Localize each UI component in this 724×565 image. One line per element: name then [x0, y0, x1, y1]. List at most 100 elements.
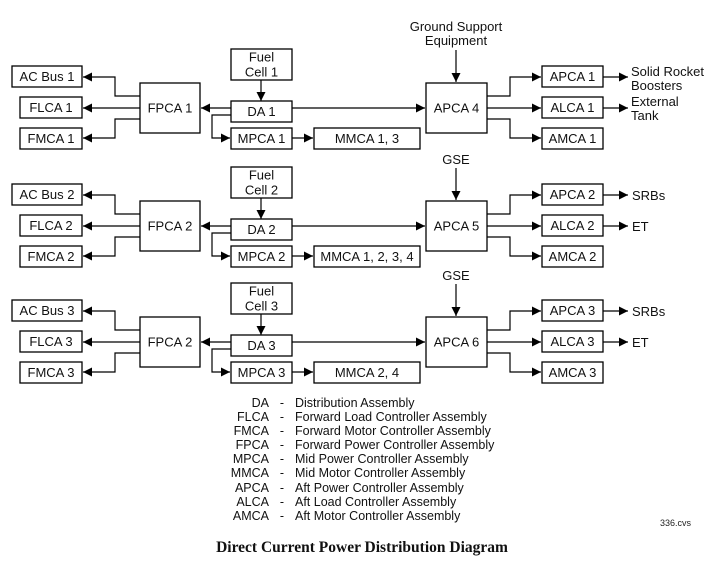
amca-box-rect — [541, 245, 604, 268]
apca-target-label: SRBs — [632, 188, 666, 203]
connector-apca-main-amca — [487, 352, 541, 377]
apca-main-box-label: APCA 6 — [434, 335, 480, 350]
mmca-box-label: MMCA 1, 2, 3, 4 — [320, 249, 413, 264]
connector-da-mpca — [211, 348, 231, 377]
fmca-box-rect — [19, 245, 83, 268]
fpca-box-label: FPCA 2 — [148, 335, 193, 350]
da-box-label: DA 1 — [247, 104, 275, 119]
legend-row: MMCA-Mid Motor Controller Assembly — [200, 466, 494, 480]
connector-apca-main-apca — [487, 72, 541, 97]
legend-abbr: APCA — [234, 480, 269, 495]
alca-box-label: ALCA 2 — [550, 218, 594, 233]
mmca-box-rect — [313, 361, 421, 384]
fmca-box-label: FMCA 1 — [28, 131, 75, 146]
legend-row: ALCA-Aft Load Controller Assembly — [200, 495, 494, 509]
legend-def: Aft Load Controller Assembly — [295, 494, 457, 509]
flca-box-label: FLCA 1 — [29, 100, 72, 115]
legend-row: FMCA-Forward Motor Controller Assembly — [200, 424, 494, 438]
apca-target-label: Solid Rocket — [631, 64, 704, 79]
apca-box: APCA 3 — [541, 299, 604, 322]
ac-bus-box-label: AC Bus 3 — [20, 303, 75, 318]
amca-box-label: AMCA 1 — [549, 131, 597, 146]
connector-fpca-fmca — [83, 236, 140, 261]
aft-source-label: GSE — [442, 152, 470, 167]
mpca-box: MPCA 1 — [230, 127, 293, 150]
legend-row: AMCA-Aft Motor Controller Assembly — [200, 509, 494, 523]
ac-bus-box-label: AC Bus 1 — [20, 69, 75, 84]
amca-box: AMCA 2 — [541, 245, 604, 268]
mpca-box-label: MPCA 3 — [238, 365, 286, 380]
legend-abbr: DA — [251, 396, 269, 410]
legend-def: Distribution Assembly — [295, 396, 415, 410]
alca-target-label: External — [631, 94, 679, 109]
da-box: DA 2 — [230, 218, 293, 241]
fpca-box-label: FPCA 2 — [148, 219, 193, 234]
fuel-cell-box-label: Cell 3 — [245, 299, 278, 314]
apca-main-box: APCA 5 — [425, 200, 488, 252]
aft-source-label: Equipment — [425, 33, 488, 48]
connector-fpca-fmca — [83, 118, 140, 143]
legend-row: FPCA-Forward Power Controller Assembly — [200, 438, 495, 452]
ac-bus-box: AC Bus 2 — [11, 183, 83, 206]
connector-apca-main-apca — [487, 190, 541, 215]
flca-box-rect — [19, 330, 83, 353]
apca-main-box: APCA 6 — [425, 316, 488, 368]
flca-box-rect — [19, 96, 83, 119]
fmca-box: FMCA 3 — [19, 361, 83, 384]
fpca-box-rect — [139, 82, 201, 134]
ac-bus-box-rect — [11, 183, 83, 206]
amca-box-label: AMCA 3 — [549, 365, 597, 380]
legend-def: Mid Power Controller Assembly — [295, 452, 469, 467]
legend-def: Aft Power Controller Assembly — [295, 480, 464, 495]
fuel-cell-box-rect — [230, 166, 293, 199]
apca-box: APCA 2 — [541, 183, 604, 206]
mmca-box: MMCA 2, 4 — [313, 361, 421, 384]
apca-main-box-label: APCA 5 — [434, 219, 480, 234]
aft-source-label: Ground Support — [410, 19, 503, 34]
apca-main-box-rect — [425, 200, 488, 252]
alca-box-label: ALCA 1 — [550, 100, 594, 115]
legend-def: Forward Motor Controller Assembly — [295, 424, 491, 439]
figure-id: 336.cvs — [660, 518, 692, 528]
legend-dash: - — [279, 424, 285, 439]
legend-def: Aft Motor Controller Assembly — [295, 508, 461, 523]
apca-main-box-rect — [425, 316, 488, 368]
fuel-cell-box-label: Fuel — [249, 50, 274, 65]
alca-box: ALCA 1 — [541, 96, 604, 119]
fuel-cell-box-label: Cell 2 — [245, 183, 278, 198]
mpca-box-label: MPCA 1 — [238, 131, 286, 146]
amca-box-rect — [541, 361, 604, 384]
connector-fpca-acbus — [83, 72, 140, 97]
fpca-box: FPCA 2 — [139, 316, 201, 368]
legend-abbr: MPCA — [232, 452, 269, 467]
legend-row: DA-Distribution Assembly — [200, 396, 494, 410]
legend-dash: - — [279, 410, 285, 425]
fpca-box-label: FPCA 1 — [148, 101, 193, 116]
ac-bus-box: AC Bus 1 — [11, 65, 83, 88]
legend-def: Mid Motor Controller Assembly — [295, 466, 466, 481]
ac-bus-box-rect — [11, 299, 83, 322]
flca-box: FLCA 1 — [19, 96, 83, 119]
connector-fpca-acbus — [83, 306, 140, 331]
legend-dash: - — [279, 452, 285, 467]
mmca-box-label: MMCA 1, 3 — [335, 131, 399, 146]
alca-target-label: Tank — [631, 108, 659, 123]
apca-box-label: APCA 2 — [550, 187, 596, 202]
mmca-box-label: MMCA 2, 4 — [335, 365, 399, 380]
fpca-box: FPCA 2 — [139, 200, 201, 252]
legend-dash: - — [279, 494, 285, 509]
fmca-box: FMCA 2 — [19, 245, 83, 268]
connector-da-mpca — [211, 232, 231, 261]
da-box-label: DA 3 — [247, 338, 275, 353]
amca-box: AMCA 3 — [541, 361, 604, 384]
connector-fpca-acbus — [83, 190, 140, 215]
apca-box-label: APCA 3 — [550, 303, 596, 318]
aft-source-label: GSE — [442, 268, 470, 283]
flca-box-rect — [19, 214, 83, 237]
legend-abbr: FLCA — [237, 410, 269, 425]
